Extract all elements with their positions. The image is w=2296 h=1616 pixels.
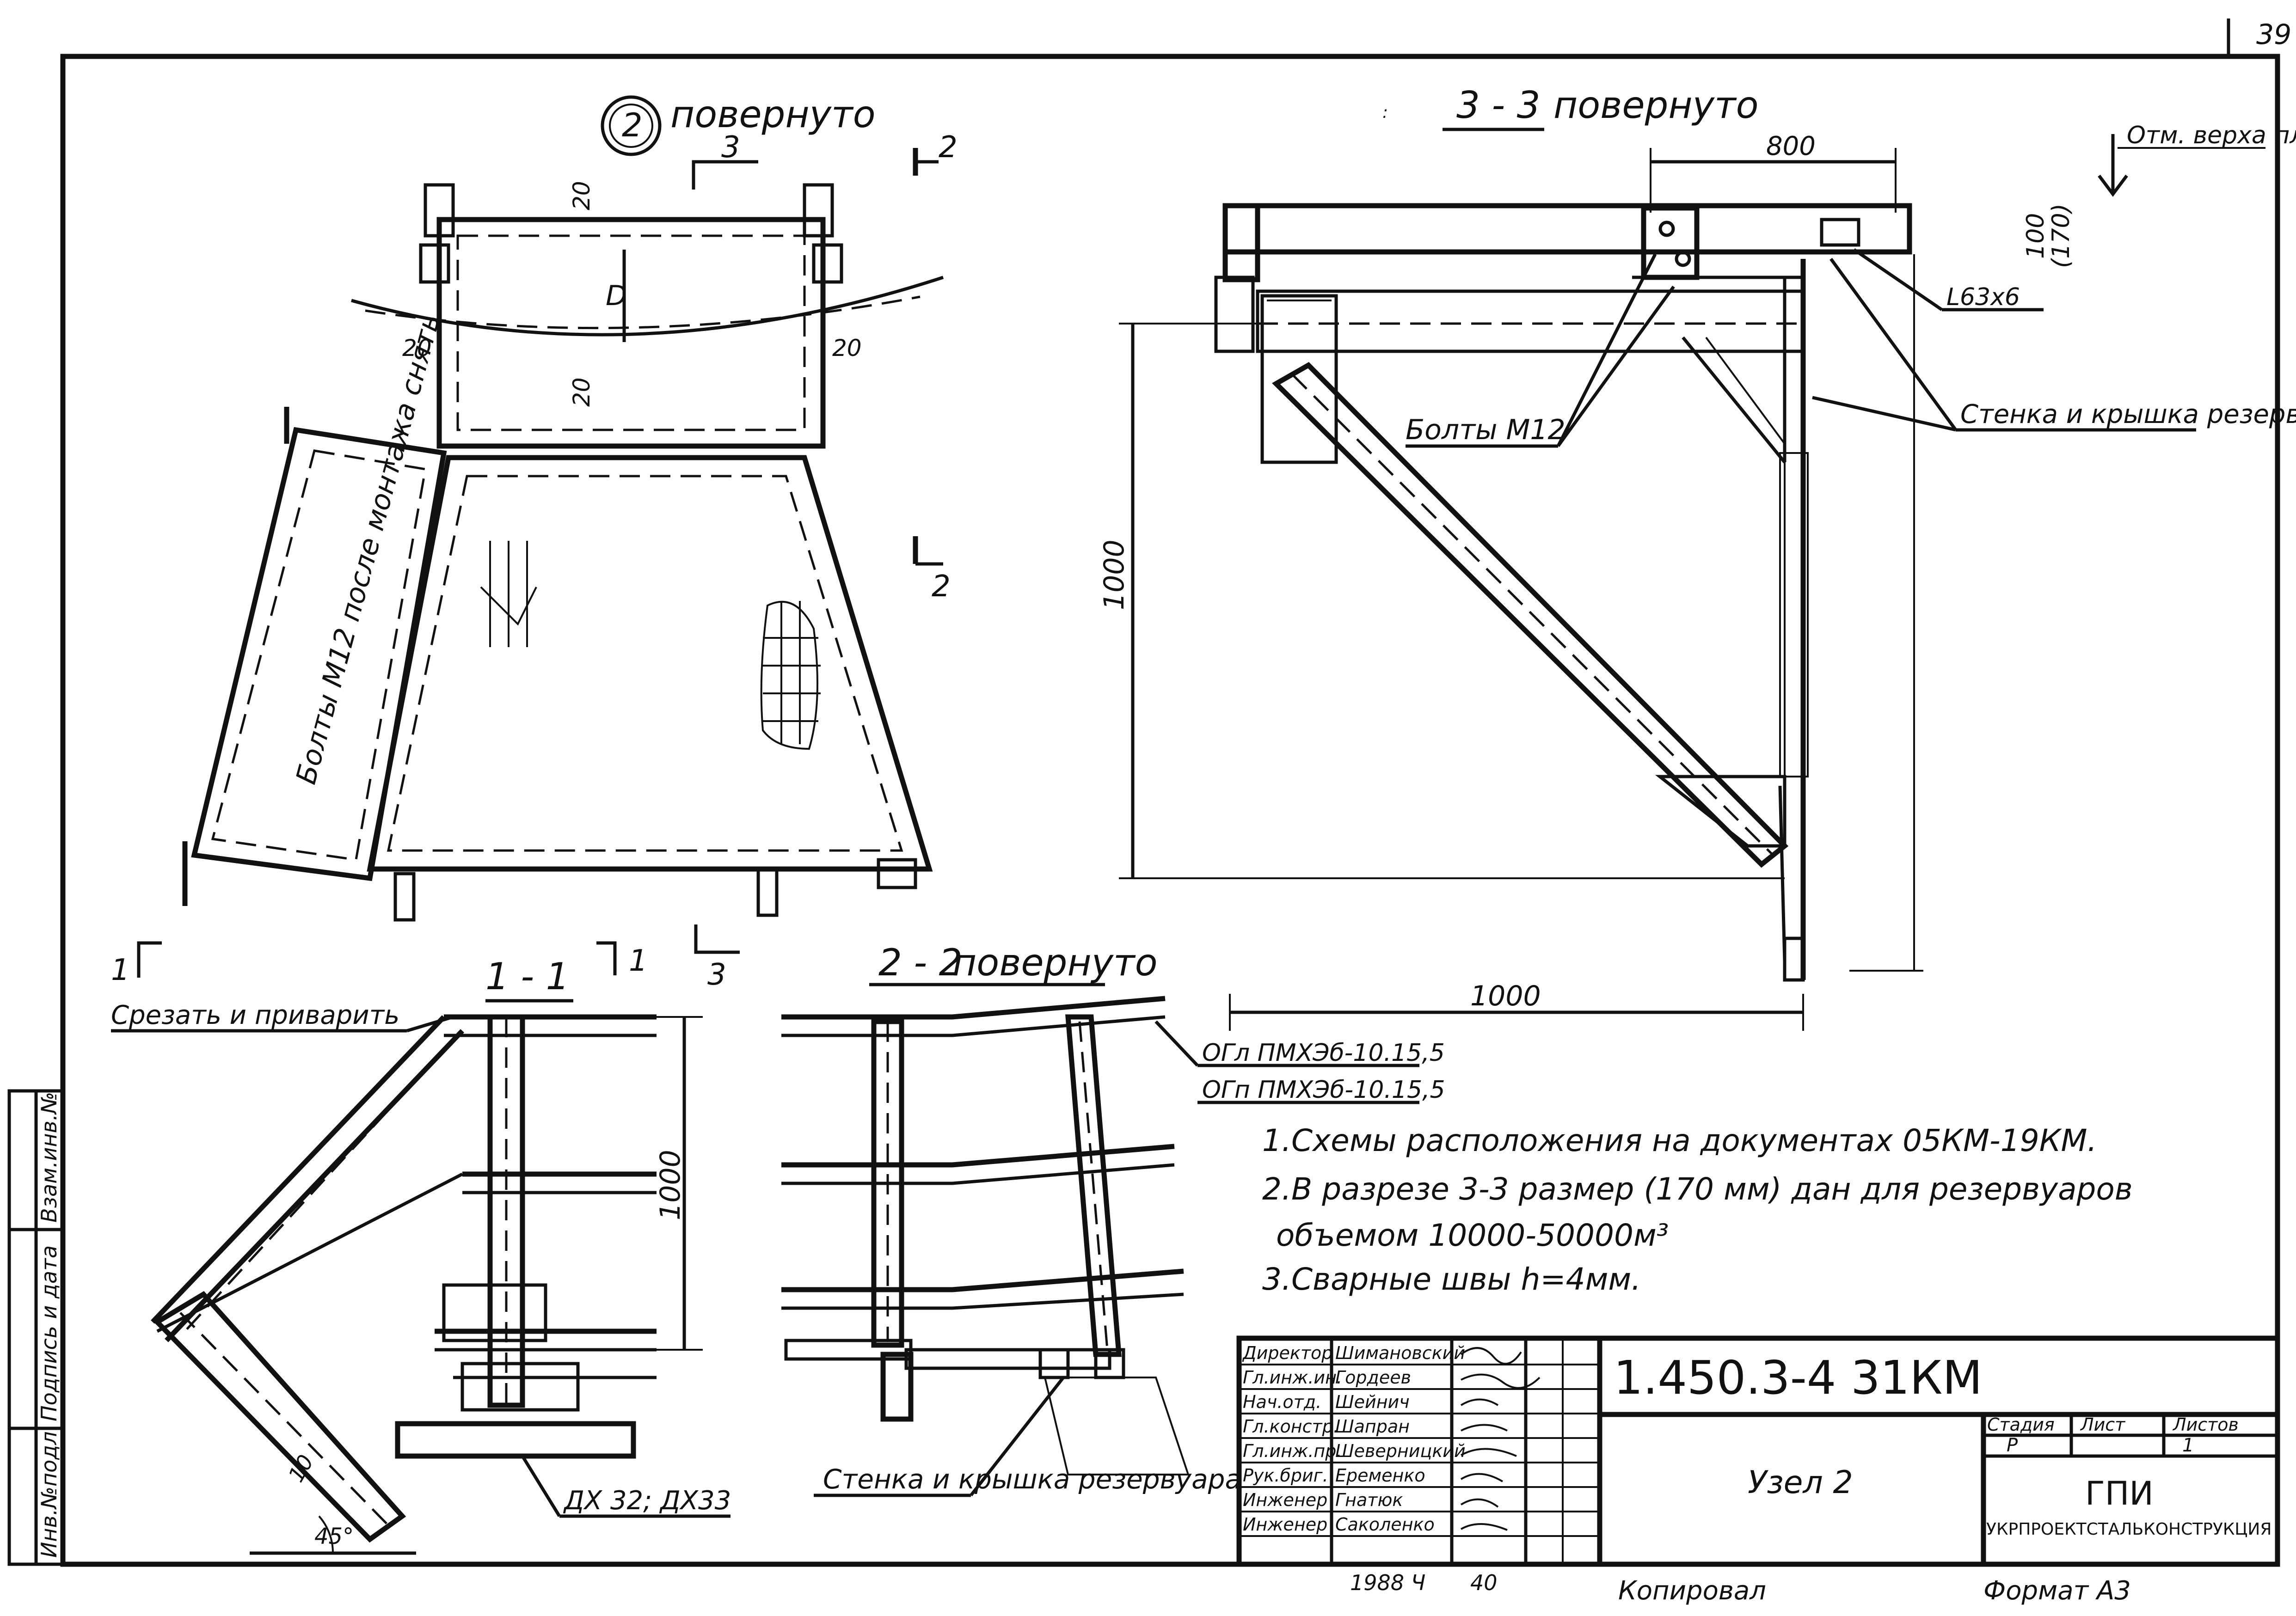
- svg-text:Саколенко: Саколенко: [1335, 1514, 1435, 1535]
- svg-text:Шимановский: Шимановский: [1335, 1343, 1465, 1363]
- svg-text:Еременко: Еременко: [1335, 1465, 1425, 1486]
- svg-text:1: 1: [629, 944, 648, 978]
- svg-text:1: 1: [2182, 1435, 2194, 1456]
- svg-text:Инженер: Инженер: [1243, 1514, 1327, 1535]
- svg-text:1000: 1000: [654, 1150, 687, 1220]
- svg-text:Гл.инж.пр.: Гл.инж.пр.: [1243, 1441, 1342, 1461]
- cut-weld-label: Срезать и приварить: [111, 1000, 399, 1030]
- svg-text:(170): (170): [2047, 203, 2075, 268]
- sheet-number: 39: [2256, 18, 2291, 51]
- note-1: 1.Схемы расположения на документах 05КМ-…: [1262, 1123, 2097, 1158]
- svg-text:Шапран: Шапран: [1335, 1416, 1410, 1437]
- svg-text:3: 3: [707, 958, 726, 992]
- svg-text:20: 20: [402, 335, 432, 361]
- svg-text:20: 20: [832, 335, 862, 361]
- side-sign-date: Подпись и дата: [37, 1245, 61, 1421]
- svg-text:D: D: [606, 280, 627, 312]
- node-marker-circle: [601, 95, 662, 156]
- svg-text:Шеверницкий: Шеверницкий: [1335, 1441, 1466, 1461]
- bolts-m12-label: Болты М12: [1406, 414, 1565, 446]
- notes: 1.Схемы расположения на документах 05КМ-…: [1262, 1123, 2133, 1297]
- svg-text:Гордеев: Гордеев: [1335, 1367, 1411, 1388]
- svg-text:45°: 45°: [314, 1524, 354, 1549]
- wall-roof-label-33: Стенка и крышка резервуара: [1960, 399, 2296, 429]
- svg-text:Стенка и крышка резервуара: Стенка и крышка резервуара: [1960, 399, 2296, 429]
- section-2-2: 2 - 2 повернуто ОГл ПМХЭб-10.15,5 ОГп ПМ…: [781, 941, 1445, 1497]
- svg-text:повернуто: повернуто: [1553, 84, 1759, 127]
- svg-text:Директор: Директор: [1242, 1343, 1332, 1363]
- title-block: Директор Шимановский Гл.инж.ин. Гордеев …: [1236, 1335, 2280, 1606]
- svg-text:3: 3: [721, 130, 740, 165]
- svg-text:Нач.отд.: Нач.отд.: [1243, 1392, 1321, 1412]
- svg-text:40: 40: [1470, 1570, 1498, 1595]
- note-3: 3.Сварные швы h=4мм.: [1262, 1261, 1641, 1297]
- svg-text:ОГп ПМХЭб-10.15,5: ОГп ПМХЭб-10.15,5: [1202, 1076, 1445, 1104]
- svg-text:Стадия: Стадия: [1987, 1414, 2055, 1435]
- svg-text:Отм. верха площадки: Отм. верха площадки: [2127, 122, 2296, 149]
- drawing-code: 1.450.3-4 31КМ: [1614, 1351, 1983, 1405]
- bolts-remove-label: Болты М12 после монтажа снять: [290, 311, 447, 788]
- note-2b: объемом 10000-50000м³: [1276, 1218, 1669, 1253]
- side-inv-orig: Инв.№подл.: [37, 1425, 61, 1558]
- section-1-1-title: 1 - 1: [485, 955, 570, 998]
- svg-text:1000: 1000: [1470, 980, 1541, 1012]
- svg-text:Гнатюк: Гнатюк: [1335, 1490, 1403, 1510]
- svg-text:ДХ 32; ДХ33: ДХ 32; ДХ33: [563, 1486, 731, 1516]
- svg-text:Шейнич: Шейнич: [1335, 1392, 1410, 1412]
- drawing-name: Узел 2: [1748, 1464, 1853, 1501]
- node-view: 2 повернуто 3 2 2 3 D 20 20 20 20: [111, 93, 958, 992]
- node-caption: повернуто: [670, 93, 876, 136]
- svg-text:L63x6: L63x6: [1946, 283, 2020, 311]
- svg-text:2: 2: [932, 569, 951, 604]
- svg-text:Гл.инж.ин.: Гл.инж.ин.: [1243, 1367, 1342, 1388]
- svg-text:100: 100: [2022, 213, 2050, 259]
- side-replace-inv: Взам.инв.№: [37, 1092, 61, 1223]
- svg-text:Гл.констр.: Гл.констр.: [1243, 1416, 1339, 1437]
- section-3-3: : 3 - 3 повернуто 800 Отм. верха площадк…: [1098, 84, 2296, 1031]
- note-2: 2.В разрезе 3-3 размер (170 мм) дан для …: [1262, 1171, 2133, 1207]
- node-marker: 2: [622, 106, 643, 144]
- svg-text:Р: Р: [2007, 1435, 2018, 1456]
- svg-text:1: 1: [111, 953, 130, 987]
- svg-text:1000: 1000: [1098, 539, 1130, 610]
- svg-text:ОГл ПМХЭб-10.15,5: ОГл ПМХЭб-10.15,5: [1202, 1039, 1445, 1067]
- svg-text:Лист: Лист: [2080, 1414, 2126, 1435]
- svg-text:20: 20: [568, 377, 595, 407]
- svg-text:Инженер: Инженер: [1243, 1490, 1327, 1510]
- svg-text:1988 Ч: 1988 Ч: [1350, 1570, 1425, 1595]
- side-stamp: Инв.№подл. Подпись и дата Взам.инв.№: [7, 1089, 65, 1566]
- section-1-1: 1 - 1 Срезать и приварить 1000 ДХ 3: [111, 955, 731, 1555]
- svg-text::: :: [1382, 103, 1388, 122]
- svg-text:повернуто: повернуто: [952, 941, 1158, 984]
- svg-text:2: 2: [939, 130, 958, 165]
- svg-text:Стенка и крышка резервуара: Стенка и крышка резервуара: [823, 1463, 1241, 1495]
- svg-text:Формат А3: Формат А3: [1983, 1576, 2131, 1606]
- svg-text:ГПИ: ГПИ: [2085, 1475, 2154, 1512]
- sheet-frame: [60, 54, 2280, 1567]
- svg-text:Копировал: Копировал: [1618, 1576, 1766, 1606]
- svg-text:УКРПРОЕКТСТАЛЬКОНСТРУКЦИЯ: УКРПРОЕКТСТАЛЬКОНСТРУКЦИЯ: [1986, 1520, 2271, 1539]
- svg-text:20: 20: [568, 181, 595, 210]
- svg-text:Листов: Листов: [2172, 1414, 2239, 1435]
- svg-text:800: 800: [1766, 131, 1816, 161]
- section-2-2-title: 2 - 2: [878, 941, 963, 984]
- svg-text:Рук.бриг.: Рук.бриг.: [1243, 1465, 1328, 1486]
- section-3-3-title: 3 - 3: [1456, 84, 1541, 127]
